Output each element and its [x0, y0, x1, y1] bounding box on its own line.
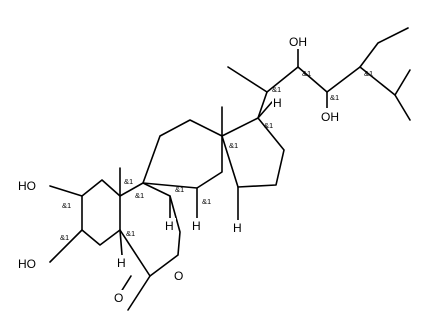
stereo-mark-c2: &1 [62, 201, 71, 210]
hydrogen-label-c5: H [117, 256, 126, 270]
lactone-ring-oxygen-label: O [174, 269, 183, 283]
hydroxyl-label-c23: OH [321, 110, 339, 124]
stereo-marks: &1 &1 &1 &1 &1 &1 &1 &1 &1 &1 &1 &1 &1 [60, 69, 373, 242]
stereo-mark-c14: &1 [202, 197, 211, 206]
stereo-mark-c5: &1 [126, 229, 135, 238]
hydrogen-label-c14: H [233, 221, 242, 235]
stereo-mark-c13: &1 [229, 141, 238, 150]
stereo-mark-c10: &1 [124, 177, 133, 186]
stereo-mark-c23: &1 [330, 93, 339, 102]
hydrogen-label-c8: H [192, 219, 201, 233]
stereo-mark-c8: &1 [175, 185, 184, 194]
hydroxyl-label-c22: OH [289, 35, 307, 49]
hydrogen-label-c17: H [273, 96, 282, 110]
stereo-mark-c9: &1 [135, 191, 144, 200]
hydroxyl-label-c2: HO [18, 179, 36, 193]
stereo-mark-c3: &1 [60, 233, 69, 242]
stereo-mark-c17: &1 [264, 121, 273, 130]
hydrogen-label-c9: H [165, 219, 174, 233]
label-layer: HO HO OH OH O O H H H H H [17, 34, 346, 305]
carbonyl-oxygen-label: O [114, 291, 123, 305]
stereo-mark-c24: &1 [364, 69, 373, 78]
hydroxyl-label-c3: HO [18, 257, 36, 271]
stereo-mark-c22: &1 [302, 69, 311, 78]
bond-layer [49, 27, 411, 311]
stereo-mark-c20: &1 [272, 85, 281, 94]
